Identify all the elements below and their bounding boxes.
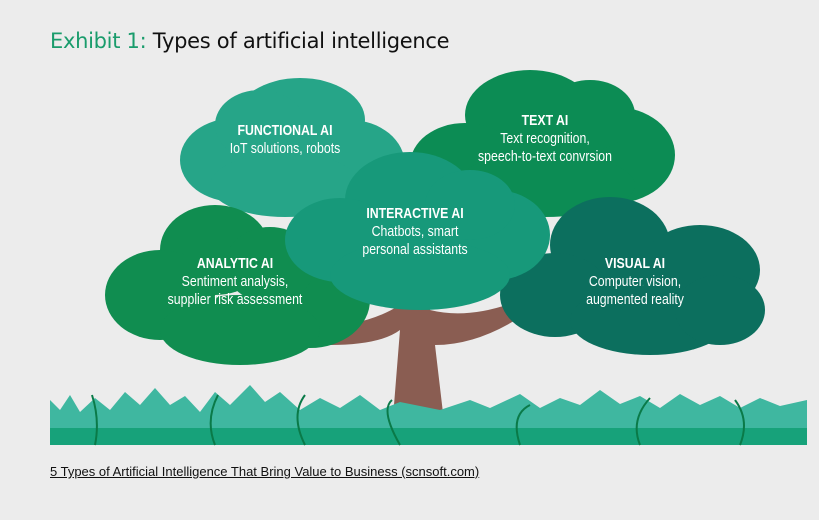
cloud-text [410,70,675,217]
node-description: augmented reality [586,291,684,308]
node-description: Text recognition, [500,130,590,147]
node-description: personal assistants [362,241,468,258]
cloud-visual [500,197,765,355]
node-heading: VISUAL AI [604,255,666,272]
node-functional: FUNCTIONAL AI IoT solutions, robots [219,122,350,158]
node-description: Computer vision, [588,273,682,290]
node-heading: ANALYTIC AI [196,255,274,272]
tree-trunk [300,270,528,430]
node-heading: INTERACTIVE AI [366,205,464,222]
node-description: supplier risk assessment [167,291,303,308]
exhibit-number: Exhibit 1: [50,29,147,53]
node-description: Sentiment analysis, [181,273,289,290]
node-description: IoT solutions, robots [229,140,341,157]
node-interactive: INTERACTIVE AI Chatbots, smart personal … [354,205,477,259]
exhibit-title: Exhibit 1: Types of artificial intellige… [50,29,450,53]
node-visual: VISUAL AI Computer vision, augmented rea… [574,255,697,309]
grass [50,385,807,446]
node-heading: FUNCTIONAL AI [237,122,333,139]
node-analytic: ANALYTIC AI Sentiment analysis, supplier… [165,255,304,309]
node-heading: TEXT AI [521,112,569,129]
cloud-interactive [285,152,550,310]
node-description: Chatbots, smart [371,223,459,240]
node-text: TEXT AI Text recognition, speech-to-text… [475,112,614,166]
source-link[interactable]: 5 Types of Artificial Intelligence That … [50,464,480,479]
node-description: speech-to-text convrsion [477,148,612,165]
exhibit-title-text: Types of artificial intelligence [152,29,450,53]
